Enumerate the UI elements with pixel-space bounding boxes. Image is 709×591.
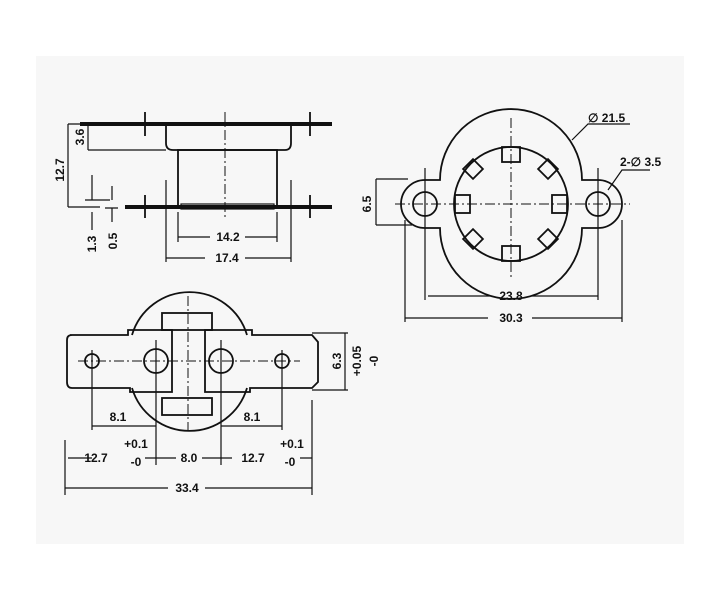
flange-outline [400,108,623,300]
dim-overall-length: 33.4 [175,481,199,495]
dim-overall-width: 30.3 [499,311,523,325]
dim-flange-offset: 1.3 [85,235,99,252]
tol-minus-left: -0 [131,455,142,469]
disc-tab-bottom [161,397,213,416]
dim-terminal-tol-minus: -0 [367,355,381,366]
dim-left-length: 12.7 [84,451,108,465]
tol-plus-right: +0.1 [280,437,304,451]
dim-right-length: 12.7 [241,451,265,465]
dim-ear-height: 6.5 [360,195,374,212]
dim-cup-depth: 3.6 [73,128,87,145]
drawing-background [36,56,684,544]
top-view: 6.5 23.8 30.3 ∅ 21.5 2-∅ 3.5 [360,108,661,325]
tol-minus-right: -0 [285,455,296,469]
dim-left-offset: 8.1 [110,410,127,424]
terminal-left [66,329,173,393]
tol-plus-left: +0.1 [124,437,148,451]
dim-body-width: 14.2 [216,230,240,244]
terminal-right [204,329,319,393]
dim-mount-holes: 2-∅ 3.5 [620,155,661,169]
dim-terminal-tol-plus: +0.05 [350,345,364,376]
dim-right-offset: 8.1 [244,410,261,424]
disc-tab-top [161,312,213,331]
dim-height-total: 12.7 [53,158,67,182]
disc-outline [131,291,248,432]
side-view: 12.7 3.6 1.3 0.5 14.2 17.4 [53,112,332,265]
dim-center-gap: 8.0 [181,451,198,465]
dim-flange-thickness: 0.5 [106,232,120,249]
dim-outer-diameter: ∅ 21.5 [588,111,625,125]
dim-terminal-width: 6.3 [330,352,344,369]
dim-hole-spacing: 23.8 [499,289,523,303]
bottom-view: 6.3 +0.05 -0 8.1 8.1 12.7 +0.1 -0 8.0 12… [64,291,381,495]
dim-cup-width: 17.4 [215,251,239,265]
disc-tabs [454,146,568,262]
